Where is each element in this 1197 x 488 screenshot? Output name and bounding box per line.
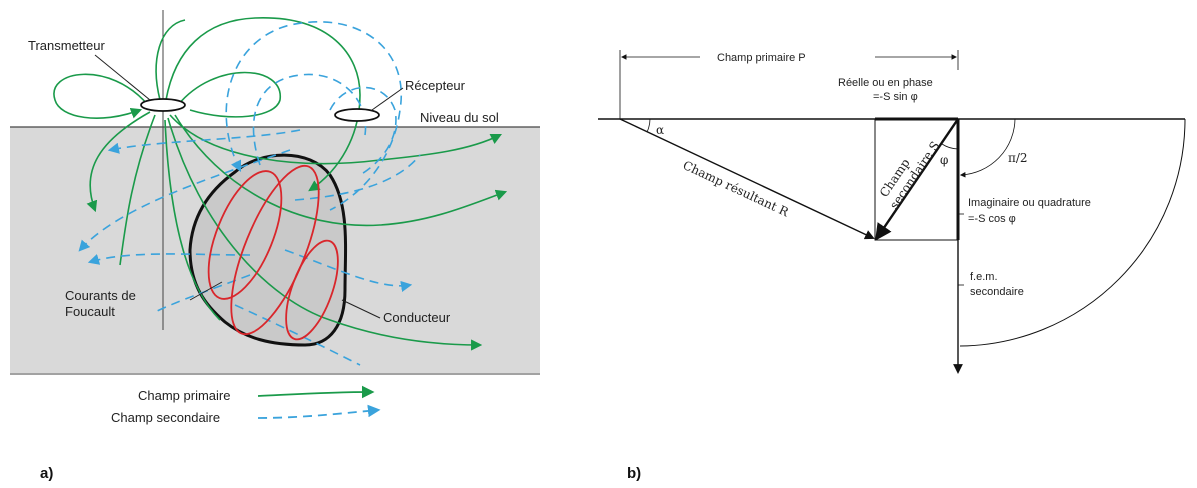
legend-primary-line (257, 385, 375, 399)
legend-secondary-line (257, 404, 381, 419)
conductor-label: Conducteur (383, 310, 451, 325)
transmitter-label: Transmetteur (28, 38, 105, 53)
pi-half-label: π/2 (1008, 151, 1028, 165)
panel-a-label: a) (40, 465, 53, 482)
legend: Champ primaire Champ secondaire (111, 385, 381, 425)
primary-field-lines (53, 17, 508, 351)
emf-label-line1: f.e.m. (970, 271, 998, 283)
imag-label-line1: Imaginaire ou quadrature (968, 197, 1091, 209)
real-label-line2: =-S sin φ (873, 91, 918, 103)
panel-a: Transmetteur Récepteur Niveau du sol Cou… (10, 10, 540, 482)
eddy-current-loops (207, 164, 339, 341)
eddy-label-line1: Courants de (65, 288, 136, 303)
callout-lines (94, 54, 404, 319)
transmitter-coil (140, 98, 186, 112)
panel-b-label: b) (627, 465, 641, 482)
secondary-field-lines (78, 21, 421, 366)
emf-label-line2: secondaire (970, 286, 1024, 298)
legend-primary-label: Champ primaire (138, 388, 230, 403)
alpha-label: α (656, 123, 664, 137)
resultant-label: Champ résultant R (681, 158, 792, 220)
alpha-arc (646, 118, 651, 133)
phi-arc (941, 143, 959, 150)
legend-secondary-label: Champ secondaire (111, 410, 220, 425)
eddy-label-line2: Foucault (65, 304, 115, 319)
ground-level-label: Niveau du sol (420, 110, 499, 125)
resultant-vector (619, 118, 875, 240)
receiver-coil (334, 108, 380, 122)
quarter-circle (959, 118, 1186, 347)
panel-b-labels: Champ primaire P Réelle ou en phase =-S … (627, 52, 1091, 482)
receiver-label: Récepteur (405, 78, 466, 93)
secondary-vector (875, 118, 959, 241)
primary-field-label: Champ primaire P (717, 52, 806, 64)
phi-label: φ (940, 153, 948, 167)
imag-label-line2: =-S cos φ (968, 213, 1016, 225)
panel-b (598, 50, 1186, 374)
real-label-line1: Réelle ou en phase (838, 77, 933, 89)
pi-half-arc (959, 118, 1016, 178)
